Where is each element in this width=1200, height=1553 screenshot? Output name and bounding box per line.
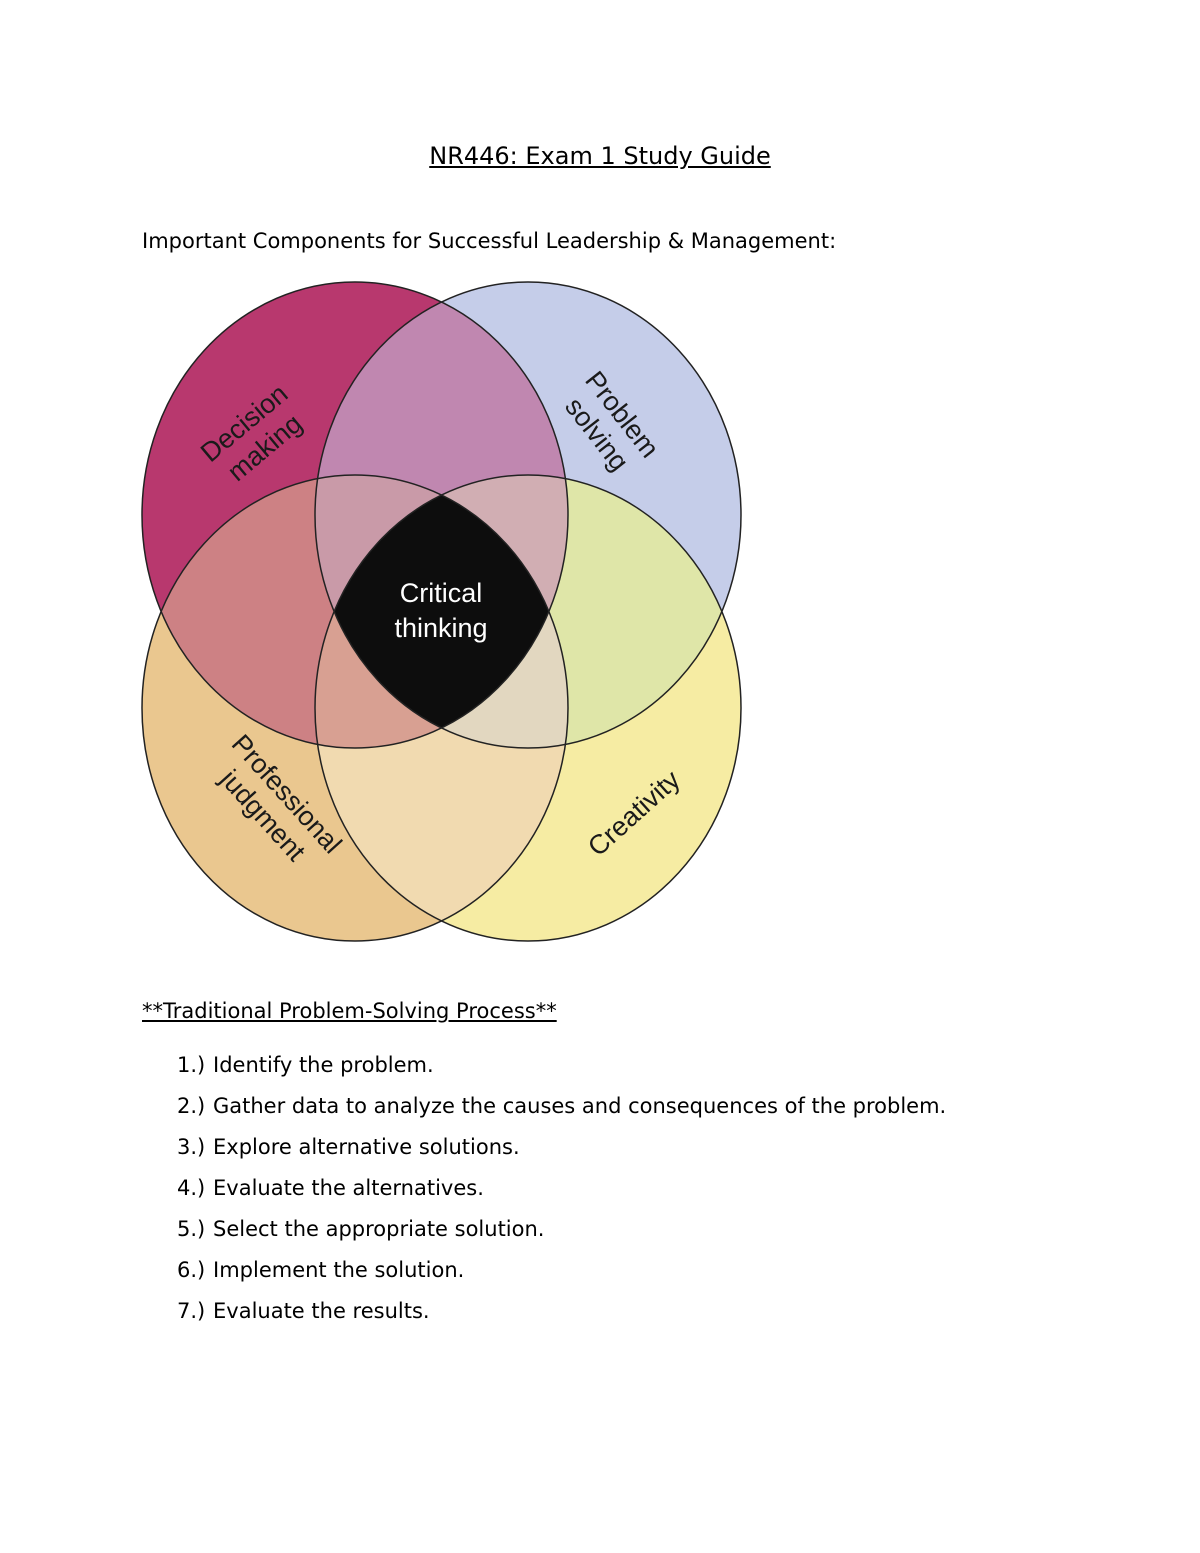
subheading: Important Components for Successful Lead… [142, 229, 837, 253]
step-number: 2.) [177, 1094, 206, 1118]
step-text: Evaluate the alternatives. [213, 1176, 484, 1200]
venn-diagram: Decision making Problem solving Professi… [141, 281, 742, 942]
list-item: 1.) Identify the problem. [177, 1053, 946, 1094]
list-item: 3.) Explore alternative solutions. [177, 1135, 946, 1176]
list-item: 4.) Evaluate the alternatives. [177, 1176, 946, 1217]
step-text: Evaluate the results. [213, 1299, 430, 1323]
list-item: 6.) Implement the solution. [177, 1258, 946, 1299]
step-number: 3.) [177, 1135, 206, 1159]
process-heading: **Traditional Problem-Solving Process** [142, 999, 557, 1023]
step-number: 1.) [177, 1053, 206, 1077]
step-text: Select the appropriate solution. [213, 1217, 545, 1241]
step-text: Identify the problem. [213, 1053, 434, 1077]
list-item: 2.) Gather data to analyze the causes and… [177, 1094, 946, 1135]
process-steps: 1.) Identify the problem. 2.) Gather data … [177, 1053, 946, 1340]
step-number: 4.) [177, 1176, 206, 1200]
step-number: 6.) [177, 1258, 206, 1282]
label-thinking: thinking [394, 613, 487, 643]
step-text: Gather data to analyze the causes and co… [213, 1094, 947, 1118]
step-text: Explore alternative solutions. [213, 1135, 520, 1159]
step-number: 5.) [177, 1217, 206, 1241]
label-critical: Critical [400, 578, 483, 608]
step-number: 7.) [177, 1299, 206, 1323]
list-item: 5.) Select the appropriate solution. [177, 1217, 946, 1258]
list-item: 7.) Evaluate the results. [177, 1299, 946, 1340]
step-text: Implement the solution. [213, 1258, 465, 1282]
document-title: NR446: Exam 1 Study Guide [429, 142, 771, 170]
